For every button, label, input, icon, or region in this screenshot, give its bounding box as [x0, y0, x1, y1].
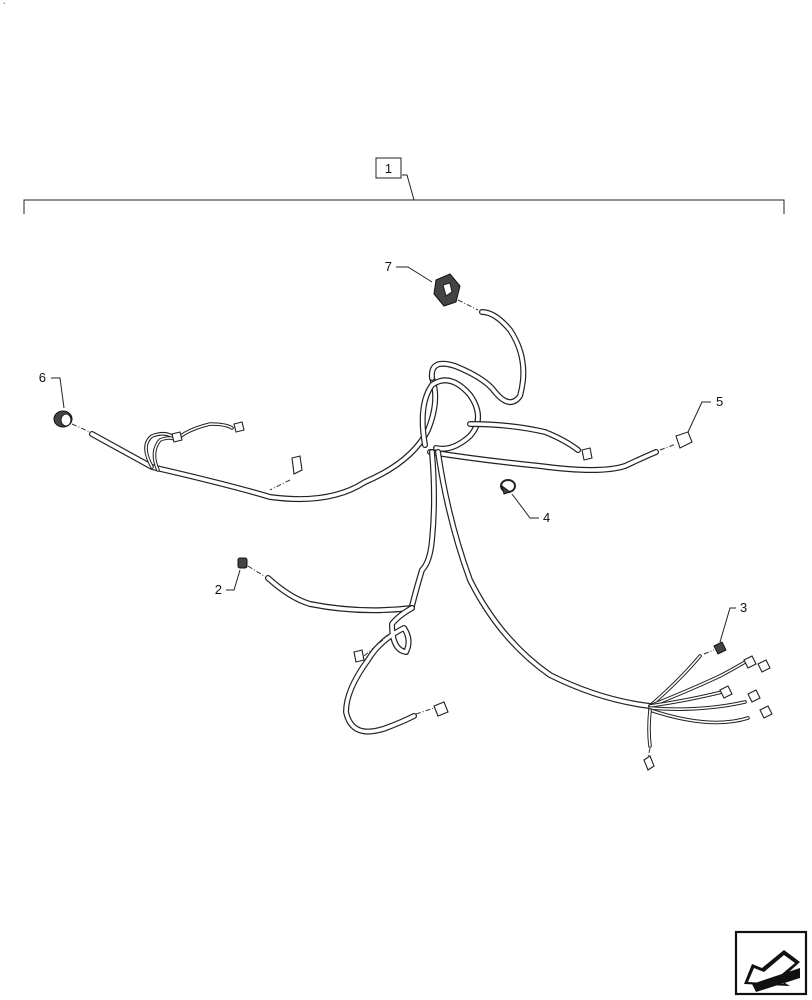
leaders [51, 266, 736, 643]
corner-mark: ` [3, 2, 6, 11]
callout-6[interactable]: 6 [39, 370, 46, 385]
callout-5[interactable]: 5 [716, 394, 723, 409]
callout-4[interactable]: 4 [543, 510, 550, 525]
callout-7[interactable]: 7 [385, 259, 392, 274]
callout-3[interactable]: 3 [740, 600, 747, 615]
wire-clips [171, 421, 773, 771]
assembly-bracket [23, 157, 785, 214]
connector-7[interactable] [433, 273, 479, 311]
connector-5[interactable] [659, 431, 693, 451]
harness-wires [89, 309, 750, 748]
connector-6[interactable] [53, 410, 91, 433]
callout-1[interactable]: 1 [385, 161, 392, 176]
connector-3[interactable] [703, 641, 727, 655]
connector-2[interactable] [237, 557, 265, 577]
arrow-navigation-icon[interactable] [734, 930, 808, 996]
callout-2[interactable]: 2 [215, 582, 222, 597]
clip-4[interactable] [500, 479, 516, 495]
